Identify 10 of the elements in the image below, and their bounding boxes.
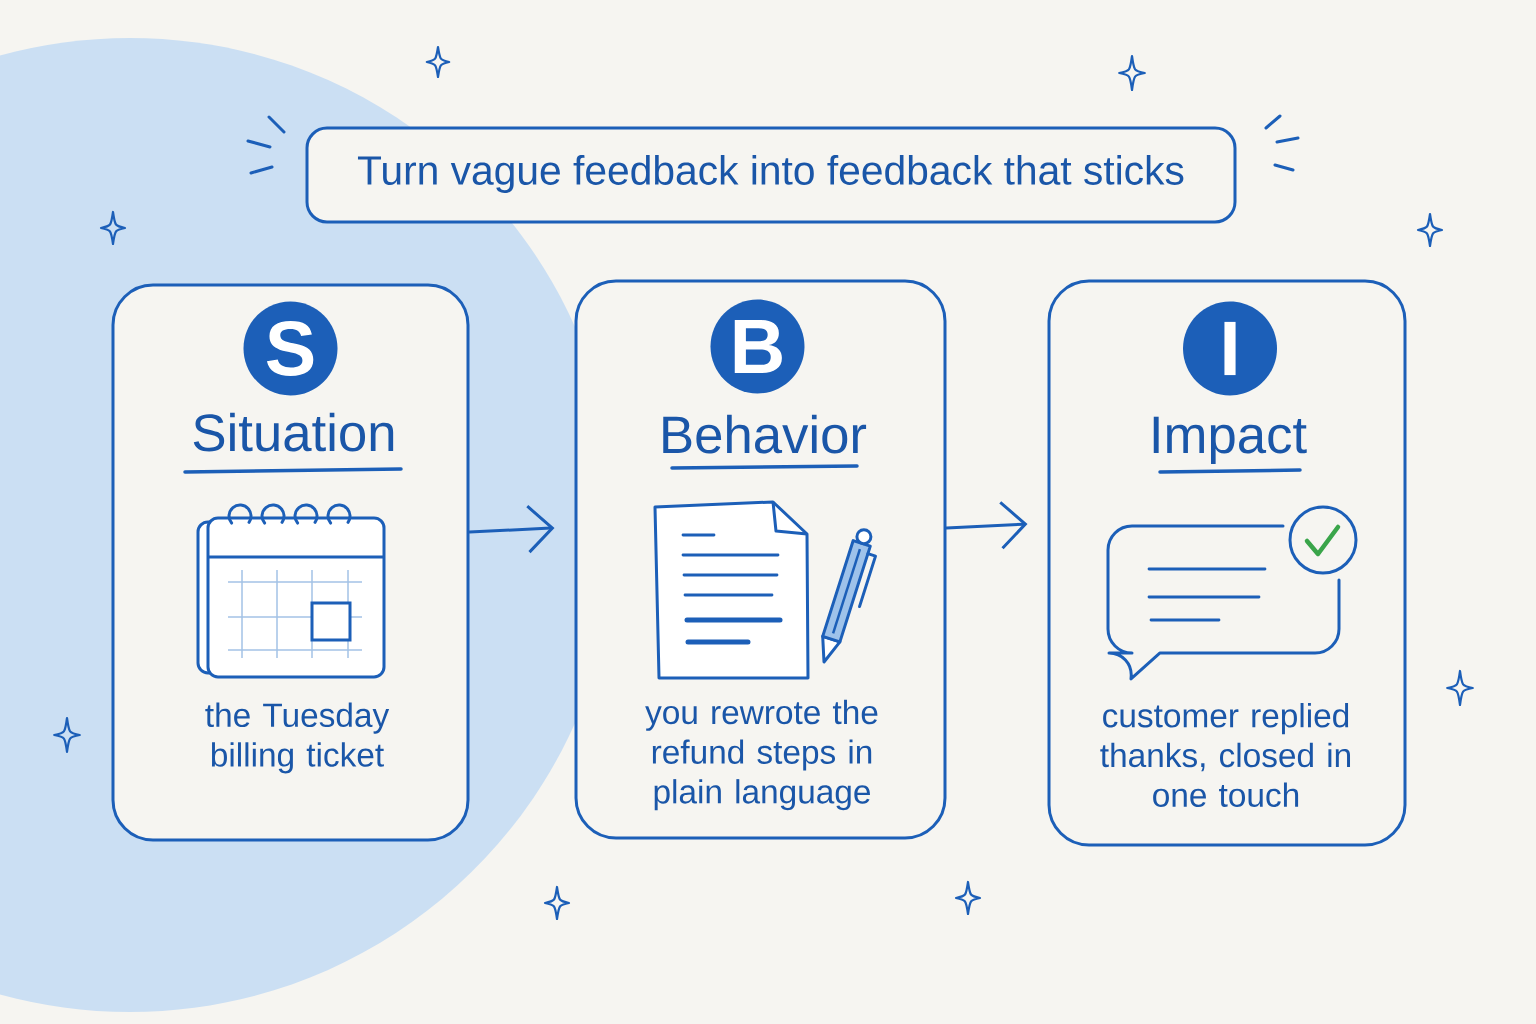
letter-badge: S bbox=[243, 301, 338, 396]
letter-badge: I bbox=[1183, 301, 1277, 396]
description: customer replied thanks, closed in one touch bbox=[1100, 703, 1350, 807]
heading: Impact bbox=[1153, 416, 1307, 474]
title-banner: Turn vague feedback into feedback that sticks bbox=[305, 126, 1237, 224]
heading: Behavior bbox=[663, 414, 867, 470]
letter-badge: B bbox=[710, 299, 805, 394]
description: the Tuesday billing ticket bbox=[205, 702, 390, 774]
heading: Situation bbox=[183, 412, 403, 474]
description: you rewrote the refund steps in plain language bbox=[645, 699, 878, 811]
